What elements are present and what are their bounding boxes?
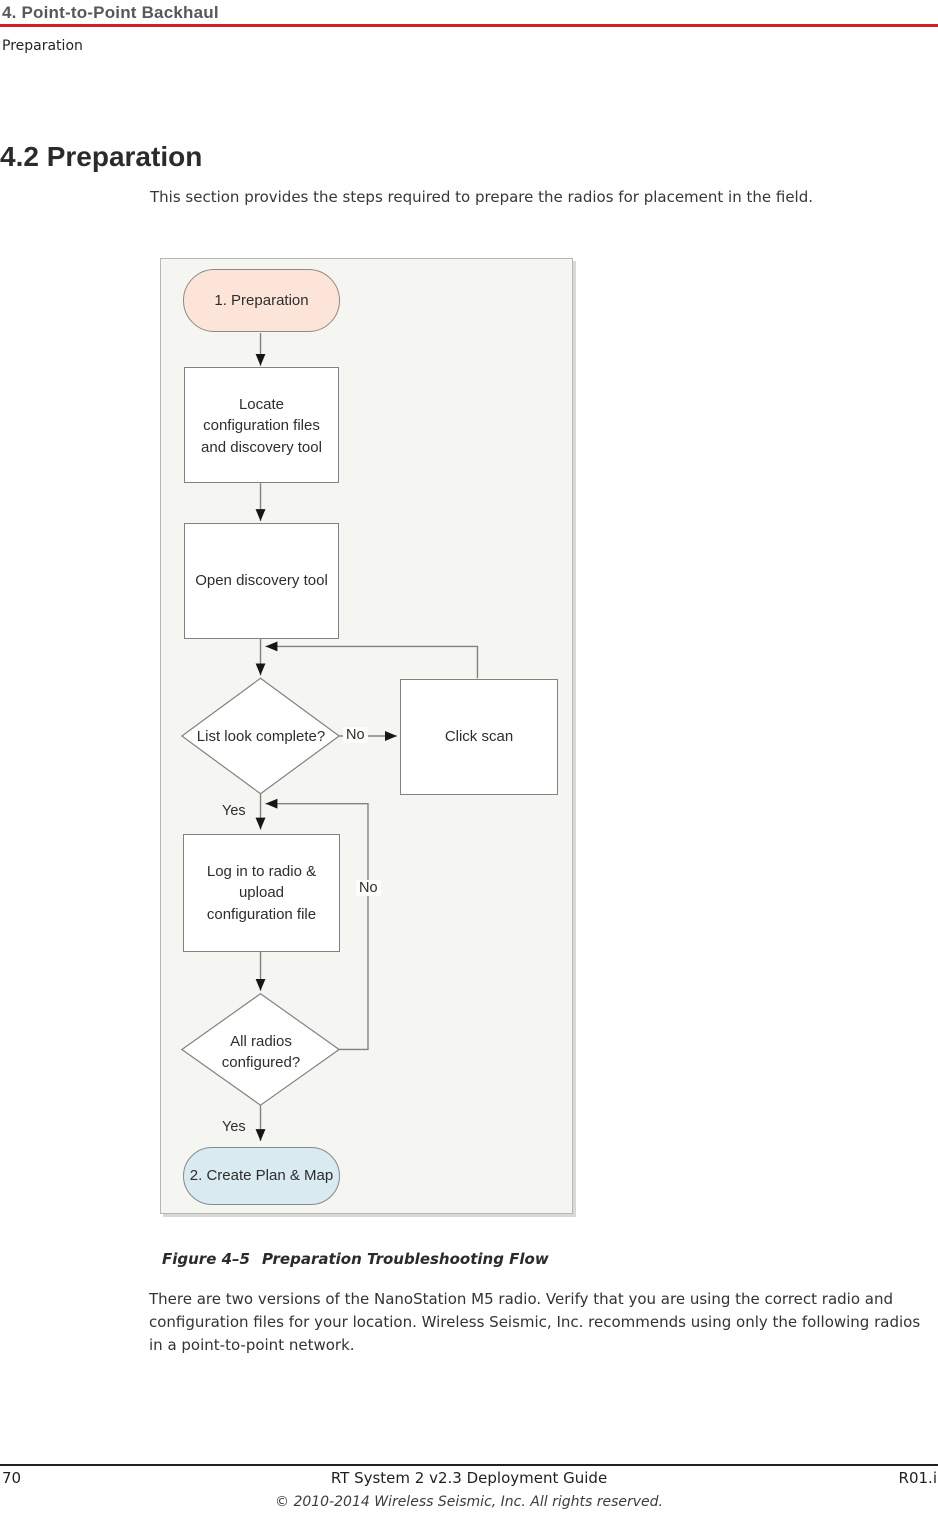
- figure-caption: Figure 4–5 Preparation Troubleshooting Fl…: [162, 1250, 549, 1268]
- intro-paragraph: This section provides the steps required…: [150, 188, 814, 206]
- footer-divider: [0, 1464, 938, 1466]
- flow-node-end: 2. Create Plan & Map: [183, 1147, 340, 1205]
- flow-node-locate-files: Locate configuration files and discovery…: [184, 367, 339, 483]
- flow-node-click-scan: Click scan: [400, 679, 558, 795]
- footer-page-number: 70: [2, 1469, 22, 1487]
- flowchart-figure: 1. Preparation Locate configuration file…: [160, 258, 573, 1214]
- flow-label-yes-list: Yes: [222, 803, 246, 819]
- figure-caption-title: Preparation Troubleshooting Flow: [261, 1250, 549, 1268]
- flow-node-list-complete: List look complete?: [196, 728, 326, 746]
- flow-node-login-upload: Log in to radio & upload configuration f…: [183, 834, 340, 952]
- chapter-title: 4. Point-to-Point Backhaul: [2, 3, 219, 22]
- flowchart-connectors: [180, 332, 479, 1142]
- section-heading: 4.2 Preparation: [0, 141, 203, 172]
- header-section-label: Preparation: [2, 38, 83, 54]
- flow-label-yes-configured: Yes: [222, 1119, 246, 1135]
- footer-revision: R01.i: [898, 1469, 937, 1487]
- flow-node-all-configured: All radios configured?: [221, 1032, 301, 1071]
- flow-node-open-discovery-tool: Open discovery tool: [184, 523, 339, 639]
- header-divider: [0, 24, 938, 27]
- flow-label-no-configured: No: [356, 880, 381, 896]
- footer-copyright: © 2010-2014 Wireless Seismic, Inc. All r…: [275, 1494, 663, 1510]
- decision-diamond-all-configured: [180, 993, 341, 1106]
- flow-label-no-scan: No: [343, 727, 368, 743]
- decision-diamond-list-complete: [180, 677, 341, 795]
- figure-caption-label: Figure 4–5: [162, 1250, 250, 1268]
- footer-doc-title: RT System 2 v2.3 Deployment Guide: [330, 1469, 608, 1487]
- body-paragraph: There are two versions of the NanoStatio…: [149, 1290, 921, 1354]
- flow-node-start: 1. Preparation: [183, 269, 340, 332]
